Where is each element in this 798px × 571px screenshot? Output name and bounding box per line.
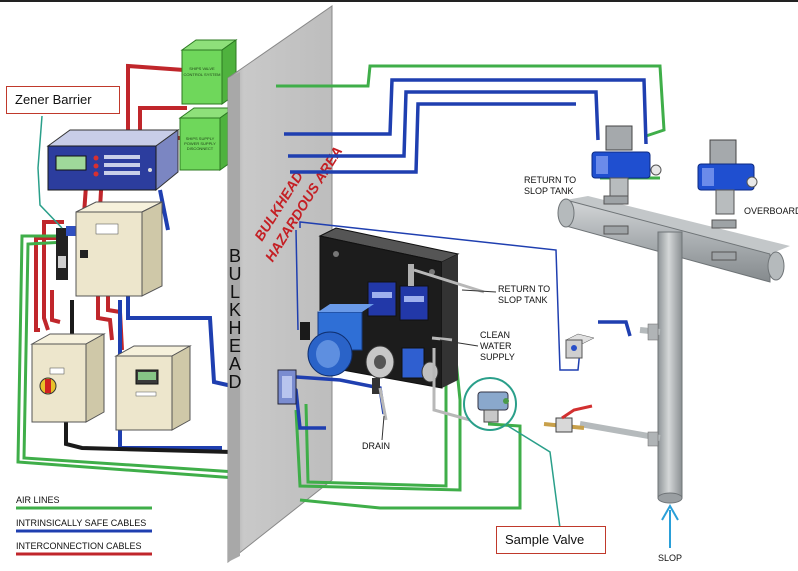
green-box-bottom-label-1: SHIPS SUPPLY bbox=[186, 136, 215, 141]
svg-text:D: D bbox=[229, 372, 242, 392]
svg-text:U: U bbox=[229, 264, 242, 284]
return-to-slop-top-1: RETURN TO bbox=[524, 175, 576, 185]
legend: AIR LINES INTRINSICALLY SAFE CABLES INTE… bbox=[16, 495, 152, 556]
valve-flanges bbox=[603, 195, 737, 261]
drain-leader bbox=[381, 415, 385, 441]
sensor-units bbox=[367, 264, 429, 321]
air-lines-right bbox=[276, 64, 666, 510]
overboard-label: OVERBOARD bbox=[744, 206, 798, 216]
pump-head bbox=[365, 345, 395, 394]
pump-motor bbox=[300, 304, 374, 377]
zener-barrier-unit bbox=[46, 129, 180, 192]
green-box-top-label-2: CONTROL SYSTEM bbox=[184, 72, 221, 77]
power-isolator-cabinet bbox=[30, 333, 106, 423]
drain-label: DRAIN bbox=[362, 441, 390, 451]
clean-water-3: SUPPLY bbox=[480, 352, 515, 362]
sample-ball-valve bbox=[555, 404, 593, 433]
return-to-slop-panel-2: SLOP TANK bbox=[498, 295, 548, 305]
green-box-bottom-label-3: DISCONNECT bbox=[187, 146, 214, 151]
return-valve-actuator bbox=[591, 125, 662, 199]
pressure-transmitter bbox=[565, 333, 595, 359]
slop-flow-arrow bbox=[661, 503, 679, 548]
sample-valve-assembly bbox=[463, 377, 517, 431]
overboard-valve-actuator bbox=[697, 139, 758, 215]
sample-valve-highlight-circle bbox=[463, 377, 517, 431]
svg-text:L: L bbox=[230, 282, 240, 302]
green-box-bottom-label-2: POWER SUPPLY bbox=[184, 141, 216, 146]
bulkhead-junction-box bbox=[277, 369, 297, 405]
clean-water-2: WATER bbox=[480, 341, 512, 351]
legend-label-air: AIR LINES bbox=[16, 495, 60, 505]
legend-label-is: INTRINSICALLY SAFE CABLES bbox=[16, 518, 146, 528]
slop-label: SLOP bbox=[658, 553, 682, 563]
main-control-cabinet bbox=[75, 201, 163, 297]
zener-barrier-callout: Zener Barrier bbox=[6, 86, 120, 114]
ships-supply-power-box: SHIPS SUPPLY POWER SUPPLY DISCONNECT bbox=[178, 107, 236, 171]
zener-leader-line bbox=[37, 115, 63, 229]
svg-text:K: K bbox=[229, 300, 241, 320]
side-branch-pipe bbox=[543, 323, 661, 447]
svg-text:B: B bbox=[229, 246, 241, 266]
bulkhead-wall bbox=[227, 5, 333, 564]
main-pipe-tee bbox=[557, 196, 790, 504]
legend-label-interconnect: INTERCONNECTION CABLES bbox=[16, 541, 142, 551]
diagram-labels: RETURN TO SLOP TANK OVERBOARD RETURN TO … bbox=[362, 175, 798, 563]
sample-valve-callout: Sample Valve bbox=[496, 526, 606, 554]
svg-text:A: A bbox=[229, 354, 241, 374]
svg-text:E: E bbox=[229, 336, 241, 356]
clean-water-leader bbox=[439, 339, 479, 347]
panel-pipework bbox=[378, 268, 485, 422]
svg-text:H: H bbox=[229, 318, 242, 338]
sample-valve-leader-line bbox=[507, 425, 561, 529]
air-filter-regulator bbox=[56, 226, 76, 280]
analyzer-cabinet bbox=[114, 345, 192, 431]
zener-display bbox=[55, 155, 87, 171]
air-lines-left bbox=[16, 234, 237, 480]
clean-water-1: CLEAN bbox=[480, 330, 510, 340]
return-slop-leader bbox=[461, 289, 497, 293]
return-to-slop-panel-1: RETURN TO bbox=[498, 284, 550, 294]
bulkhead-vertical-label: B U L K H E A D bbox=[229, 246, 242, 392]
return-to-slop-top-2: SLOP TANK bbox=[524, 186, 574, 196]
signal-cables-thin bbox=[295, 221, 581, 371]
green-box-top-label-1: SHIPS VALVE bbox=[189, 66, 215, 71]
